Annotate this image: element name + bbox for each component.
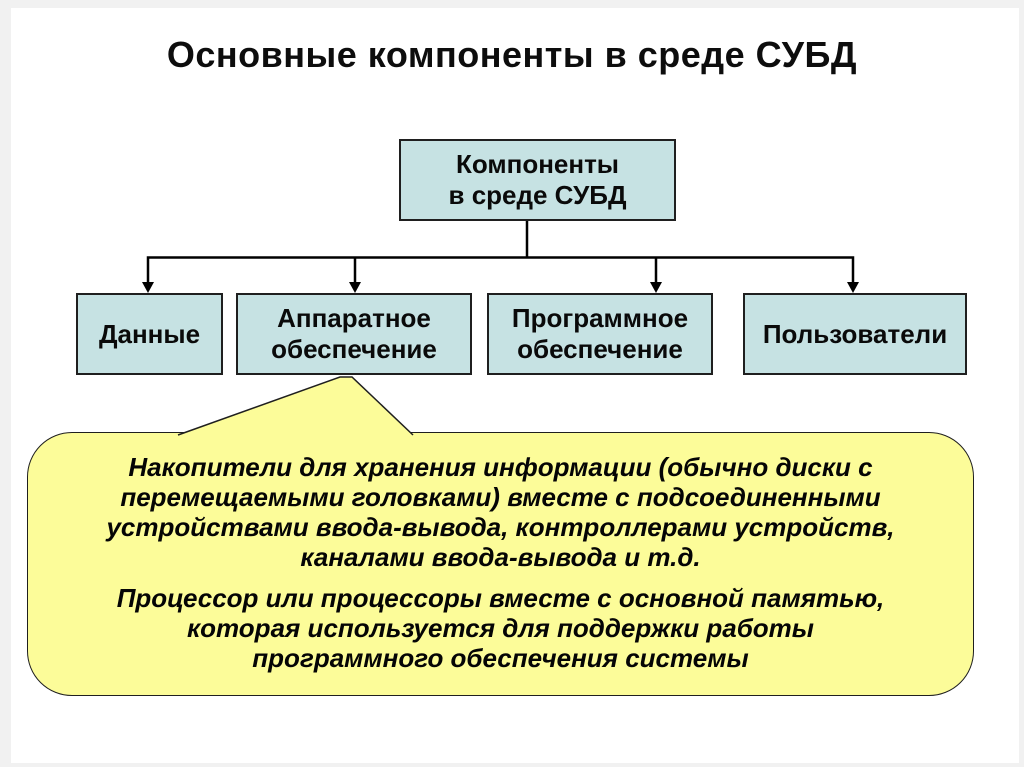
node-box-data-label: Данные [98,318,201,349]
slide-title: Основные компоненты в среде СУБД [166,34,858,75]
connector-lines [146,221,855,284]
node-box-hardware-label: Аппаратное обеспечение [271,303,437,364]
arrowhead-software [650,282,662,293]
callout-text-line: Накопители для хранения информации (обыч… [128,452,873,482]
callout-text-line: которая используется для поддержки работ… [186,613,815,643]
callout-paragraph-processor: Процессор или процессоры вместе с основн… [117,583,885,673]
root-box-label-line1: Компоненты [455,149,620,179]
callout-text-line: каналами ввода-вывода и т.д. [300,542,701,572]
node-box-data: Данные [76,293,223,375]
node-box-software: Программное обеспечение [487,293,713,375]
slide-edge-left [0,0,11,767]
node-box-users-label: Пользователи [762,318,948,349]
arrowhead-hardware [349,282,361,293]
root-box-label-line2: в среде СУБД [448,180,627,210]
node-box-users: Пользователи [743,293,967,375]
callout-bubble: Накопители для хранения информации (обыч… [27,432,974,696]
node-box-software-label: Программное обеспечение [511,303,689,364]
slide-edge-top [0,0,1024,8]
slide-edge-right [1019,0,1024,767]
callout-text-line: перемещаемыми головками) вместе с подсое… [120,482,881,512]
arrowhead-users [847,282,859,293]
root-box-components: Компоненты в среде СУБД [399,139,676,221]
callout-paragraph-storage: Накопители для хранения информации (обыч… [106,452,894,572]
callout-tail [177,376,414,436]
callout-text-line: устройствами ввода-вывода, контроллерами… [106,512,895,542]
callout-text-line: Процессор или процессоры вместе с основн… [116,583,885,613]
arrowhead-data [142,282,154,293]
callout-text-line: программного обеспечения системы [252,643,749,673]
slide-edge-bottom [0,763,1024,767]
node-box-hardware: Аппаратное обеспечение [236,293,472,375]
